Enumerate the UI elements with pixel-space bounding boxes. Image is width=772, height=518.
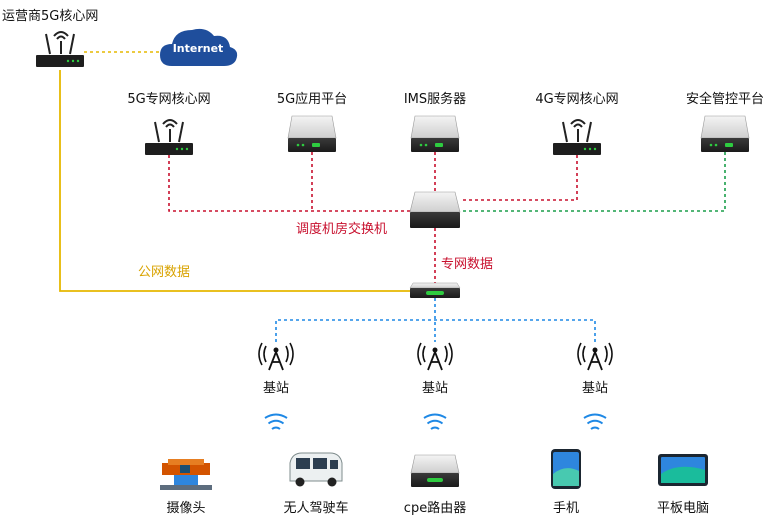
server-icon (410, 454, 460, 487)
base-station-3-label: 基站 (582, 381, 608, 396)
app-platform-label: 5G应用平台 (277, 91, 347, 107)
server-icon (410, 115, 460, 152)
public-data-link (59, 70, 410, 292)
wifi-signal-icon (423, 413, 447, 430)
tablet-icon (658, 454, 708, 486)
phone-label: 手机 (553, 501, 579, 516)
terminal-cpe-router: cpe路由器 (404, 454, 466, 516)
tablet-label: 平板电脑 (657, 501, 709, 516)
carrier-core-router: 运营商5G核心网 (2, 9, 98, 67)
base-station-2: 基站 (417, 342, 453, 396)
cloud-icon (160, 28, 238, 66)
camera-icon (160, 459, 212, 490)
link-5g-core (168, 155, 410, 212)
server-icon (700, 115, 750, 152)
central-hub (409, 282, 461, 298)
private-data-label: 专网数据 (441, 257, 493, 272)
node-5g-app-platform: 5G应用平台 (277, 91, 347, 152)
terminal-camera: 摄像头 (160, 459, 212, 516)
link-security (460, 152, 726, 212)
server-icon (287, 115, 337, 152)
connection-lines (59, 51, 726, 342)
terminal-driverless-car: 无人驾驶车 (283, 452, 349, 516)
phone-icon (551, 449, 581, 489)
node-dispatch-switch: 调度机房交换机 (296, 191, 461, 237)
dispatch-switch-label: 调度机房交换机 (296, 221, 387, 237)
carrier-core-label: 运营商5G核心网 (2, 9, 98, 24)
node-security-platform: 安全管控平台 (686, 91, 764, 152)
node-4g-private-core: 4G专网核心网 (535, 92, 619, 155)
base-station-1: 基站 (258, 342, 294, 396)
base-station-3: 基站 (577, 342, 613, 396)
cpe-router-label: cpe路由器 (404, 500, 466, 516)
public-data-label: 公网数据 (138, 265, 190, 280)
antenna-icon (417, 342, 453, 371)
private-5g-core-label: 5G专网核心网 (127, 92, 210, 107)
base-station-2-label: 基站 (422, 381, 448, 396)
link-radio-bus (275, 319, 596, 342)
camera-label: 摄像头 (166, 501, 205, 516)
node-5g-private-core: 5G专网核心网 (127, 92, 211, 155)
internet-cloud: Internet (160, 28, 238, 66)
antenna-icon (258, 342, 294, 371)
link-4g-core (460, 155, 578, 201)
router-icon (36, 31, 84, 67)
node-ims-server: IMS服务器 (404, 91, 466, 152)
router-icon (553, 119, 601, 155)
switch-icon (409, 191, 461, 228)
car-icon (289, 452, 343, 487)
private-4g-core-label: 4G专网核心网 (535, 92, 618, 107)
antenna-icon (577, 342, 613, 371)
ims-server-label: IMS服务器 (404, 91, 466, 107)
security-platform-label: 安全管控平台 (686, 91, 764, 107)
router-icon (145, 119, 193, 155)
base-station-1-label: 基站 (263, 381, 289, 396)
wifi-signal-icon (583, 413, 607, 430)
wifi-signal-icon (264, 413, 288, 430)
terminal-phone: 手机 (551, 449, 581, 516)
terminal-tablet: 平板电脑 (657, 454, 709, 516)
internet-label: Internet (173, 42, 224, 55)
driverless-car-label: 无人驾驶车 (283, 500, 348, 516)
